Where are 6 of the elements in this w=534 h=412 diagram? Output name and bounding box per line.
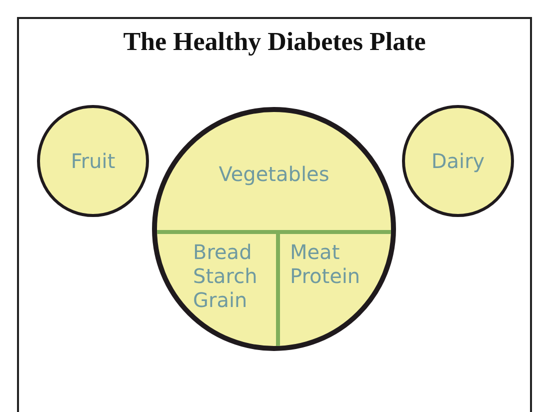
food-group-label: Dairy — [431, 149, 485, 173]
food-group-label: Vegetables — [218, 162, 330, 186]
food-group-label: Fruit — [70, 149, 116, 173]
food-group-label: Bread Starch Grain — [193, 240, 258, 312]
food-group-label: Meat Protein — [290, 240, 362, 288]
title: The Healthy Diabetes Plate — [122, 27, 427, 57]
